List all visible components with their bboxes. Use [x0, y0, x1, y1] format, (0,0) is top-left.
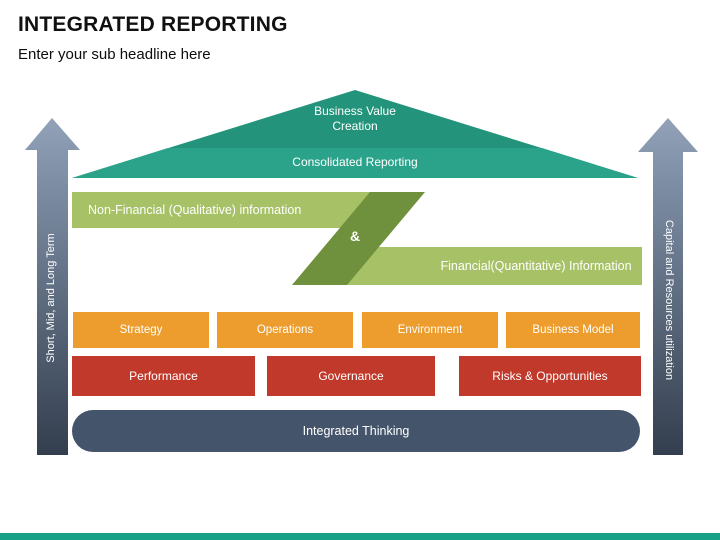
non-financial-bar: [72, 192, 395, 228]
non-financial-label: Non-Financial (Qualitative) information: [88, 203, 302, 217]
consolidated-reporting-label: Consolidated Reporting: [292, 155, 418, 169]
ampersand-label: &: [349, 228, 361, 244]
integrated-thinking-pill: Integrated Thinking: [72, 410, 640, 452]
business-model-box: Business Model: [506, 312, 640, 348]
operations-box: Operations: [217, 312, 353, 348]
financial-label: Financial(Quantitative) Information: [440, 259, 632, 273]
roof-band: [72, 148, 638, 178]
right-arrow-label: Capital and Resources utilization: [663, 219, 675, 381]
governance-box: Governance: [267, 356, 435, 396]
strategy-box: Strategy: [73, 312, 209, 348]
page-subtitle: Enter your sub headline here: [18, 46, 211, 63]
business-value-creation-label: Business Value Creation: [314, 104, 396, 133]
page-title: INTEGRATED REPORTING: [18, 13, 288, 36]
environment-box: Environment: [362, 312, 498, 348]
financial-bar: [340, 247, 642, 285]
left-arrow-label: Short, Mid, and Long Term: [45, 233, 57, 363]
right-up-arrow: [638, 118, 698, 455]
bottom-accent-bar: [0, 533, 720, 540]
left-up-arrow: [25, 118, 80, 455]
risks-opportunities-box: Risks & Opportunities: [459, 356, 641, 396]
performance-box: Performance: [72, 356, 255, 396]
ampersand-parallelogram: [292, 192, 425, 285]
